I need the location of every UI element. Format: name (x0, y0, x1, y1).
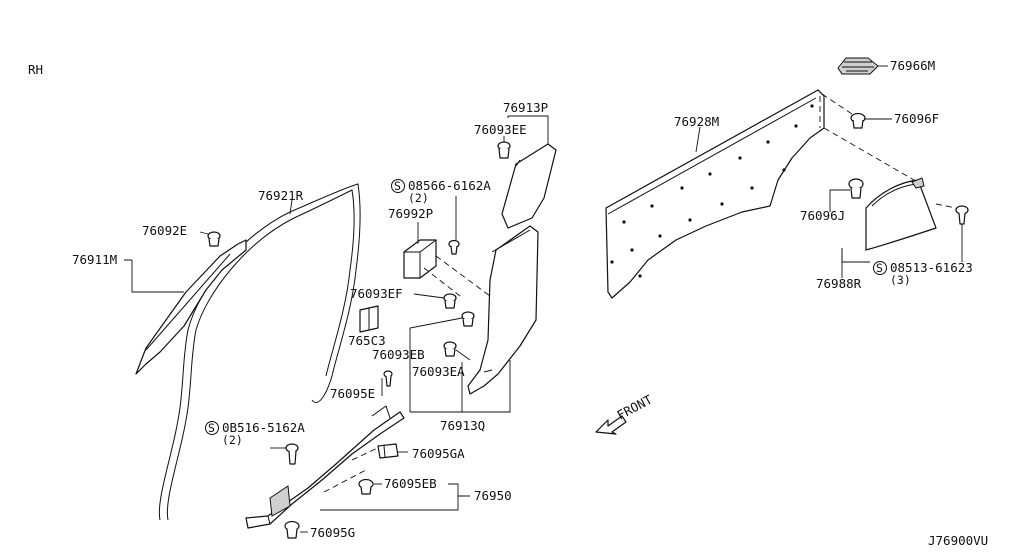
trim-76913P[interactable] (501, 143, 557, 229)
label-76913P[interactable]: 76913P (503, 100, 548, 115)
label-08513-qty: (3) (890, 273, 911, 287)
label-76096J[interactable]: 76096J (800, 208, 845, 223)
label-0B516-qty: (2) (222, 433, 243, 447)
clip-76096J[interactable] (848, 178, 864, 199)
leader-76093EF (413, 293, 445, 299)
label-76096F[interactable]: 76096F (894, 111, 939, 126)
label-76095EB[interactable]: 76095EB (384, 476, 437, 491)
label-76093EE[interactable]: 76093EE (474, 122, 527, 137)
panel-76928M[interactable] (605, 89, 825, 299)
clip-76093EA[interactable] (443, 341, 457, 357)
dash-line (823, 127, 915, 181)
label-76095E[interactable]: 76095E (330, 386, 375, 401)
label-76913Q[interactable]: 76913Q (440, 418, 485, 433)
front-arrow-icon (595, 415, 627, 435)
label-76921R[interactable]: 76921R (258, 188, 304, 203)
leader-76093EB (409, 317, 463, 412)
clip-76095EB[interactable] (358, 478, 374, 495)
label-76928M[interactable]: 76928M (674, 114, 719, 129)
clip-76096F[interactable] (850, 112, 866, 129)
clip-76095E[interactable] (383, 370, 393, 387)
trim-76913Q[interactable] (467, 225, 539, 395)
label-76966M[interactable]: 76966M (890, 58, 935, 73)
label-76911M[interactable]: 76911M (72, 252, 117, 267)
leader-76928M (695, 126, 701, 153)
screw-symbol (205, 421, 219, 435)
clip-76092E[interactable] (207, 231, 221, 247)
leader-76096J (829, 189, 850, 212)
screw-symbol-text: S (394, 179, 401, 193)
clip-76093EE[interactable] (497, 141, 511, 159)
screw-symbol-text: S (208, 421, 215, 435)
leader-76913Q (410, 360, 511, 413)
clip-76093EF[interactable] (443, 293, 457, 309)
dash-line (935, 203, 957, 209)
clip-76966M[interactable] (837, 57, 879, 75)
label-0B516[interactable]: 0B516-5162A (222, 420, 305, 435)
label-76093EA[interactable]: 76093EA (412, 364, 465, 379)
trim-76911M[interactable] (135, 239, 247, 375)
leader-76921R (289, 199, 293, 215)
screw-symbol (873, 261, 887, 275)
label-08566-qty: (2) (408, 191, 429, 205)
label-76095G[interactable]: 76095G (310, 525, 355, 540)
weatherstrip-76921R[interactable] (158, 183, 361, 521)
leader-76950 (320, 483, 470, 511)
label-76988R[interactable]: 76988R (816, 276, 862, 291)
label-76092E[interactable]: 76092E (142, 223, 187, 238)
label-76950[interactable]: 76950 (474, 488, 512, 503)
pad-765C3[interactable] (359, 305, 379, 333)
clip-76095GA[interactable] (377, 443, 399, 459)
leader-76093EA (455, 349, 471, 361)
clip-76093EB[interactable] (461, 311, 475, 327)
screw-symbol-text: S (876, 261, 883, 275)
leader-76092E (199, 231, 209, 235)
label-76093EF[interactable]: 76093EF (350, 286, 403, 301)
clip-76095G[interactable] (284, 520, 300, 539)
label-76095GA[interactable]: 76095GA (412, 446, 465, 461)
bracket-76992P[interactable] (403, 239, 437, 279)
screw-0B516[interactable] (285, 443, 299, 465)
leader-76913P (507, 115, 549, 144)
screw-08513[interactable] (955, 205, 969, 225)
cover-76988R[interactable] (865, 177, 937, 251)
side-label: RH (28, 62, 43, 77)
label-76093EB[interactable]: 76093EB (372, 347, 425, 362)
label-08513[interactable]: 08513-61623 (890, 260, 973, 275)
label-08566[interactable]: 08566-6162A (408, 178, 491, 193)
label-765C3[interactable]: 765C3 (348, 333, 386, 348)
dash-line (435, 255, 491, 297)
screw-08566[interactable] (448, 239, 460, 255)
label-76992P[interactable]: 76992P (388, 206, 433, 221)
kicking-plate-76950[interactable] (245, 405, 405, 529)
diagram-code: J76900VU (928, 533, 988, 548)
leader-76911M (124, 259, 184, 293)
dash-line (821, 93, 859, 119)
front-label: FRONT (614, 392, 655, 423)
dash-line (423, 267, 461, 297)
screw-symbol (391, 179, 405, 193)
